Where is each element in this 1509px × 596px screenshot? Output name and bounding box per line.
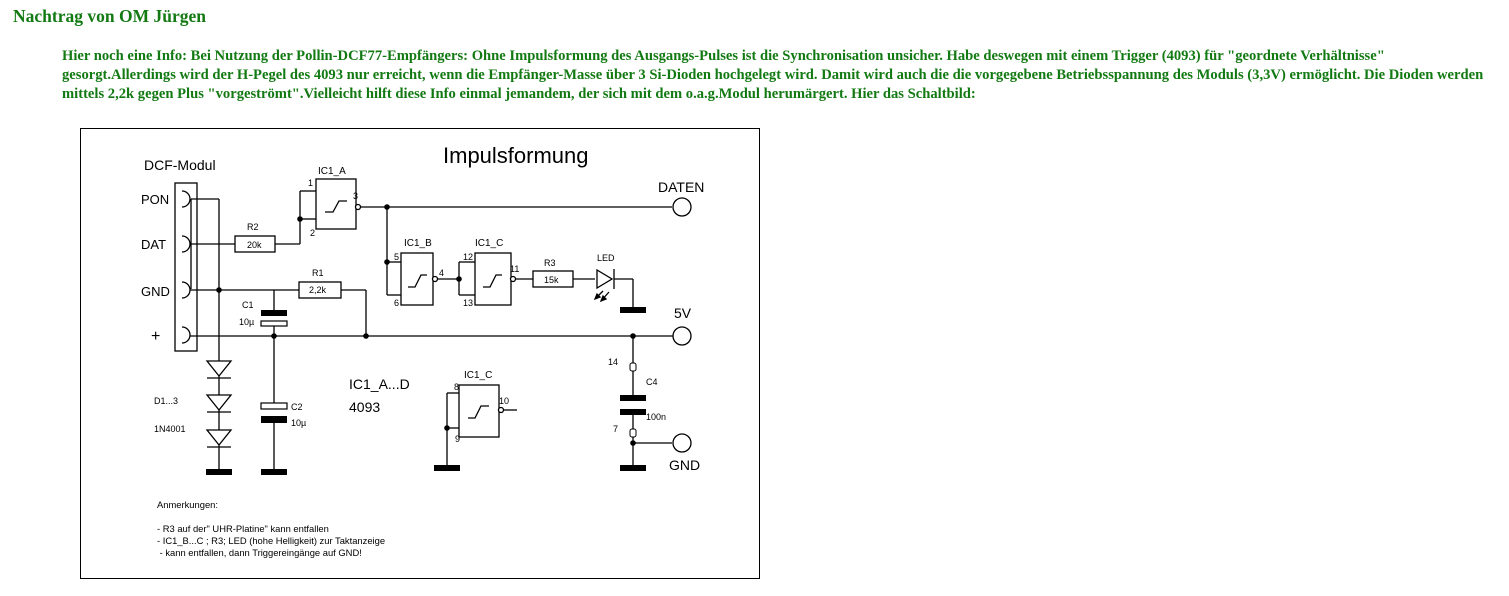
- ground-c4-icon: [620, 465, 646, 471]
- schmitt-icon: [483, 274, 502, 288]
- r3-name: R3: [544, 258, 556, 268]
- note-line: [157, 511, 385, 523]
- ground-led-icon: [620, 307, 646, 313]
- pin-num: 4: [439, 268, 444, 278]
- gate-ic1-c: [474, 252, 517, 306]
- page-title: Nachtrag von OM Jürgen: [13, 6, 206, 26]
- terminal-gnd[interactable]: [672, 433, 692, 453]
- resistor-r1: [298, 281, 342, 299]
- ground-diodes-icon: [206, 469, 232, 475]
- schmitt-icon: [468, 405, 489, 419]
- pin-num: 10: [499, 396, 509, 406]
- pin-pon: [181, 190, 191, 208]
- diode-d1-icon: [205, 360, 233, 378]
- c1-name: C1: [242, 300, 254, 310]
- diode-d3-icon: [205, 429, 233, 447]
- info-paragraph: Hier noch eine Info: Bei Nutzung der Pol…: [62, 48, 1484, 102]
- note-line: - kann entfallen, dann Triggereingänge a…: [157, 547, 362, 558]
- vdd-pin: 14: [608, 357, 618, 367]
- capacitor-c4-plate2: [620, 409, 646, 415]
- c4-name: C4: [646, 377, 658, 387]
- pin-gnd: [181, 281, 191, 299]
- pin-label-pon: PON: [141, 192, 169, 207]
- capacitor-c1-plate2: [260, 320, 288, 327]
- c4-value: 100n: [646, 412, 666, 422]
- diodes-type: 1N4001: [154, 424, 186, 434]
- schematic-diagram: Impulsformung DCF-Modul PON DAT GND + DA…: [141, 143, 704, 475]
- ground-gate-d-icon: [434, 465, 460, 471]
- gate-a-name: IC1_A: [318, 166, 346, 177]
- label-5v: 5V: [674, 305, 692, 321]
- led-icon: [593, 268, 615, 303]
- capacitors: [260, 310, 646, 423]
- terminals: [672, 197, 692, 453]
- capacitor-c2-plate: [260, 402, 288, 410]
- ic-type: 4093: [349, 399, 380, 415]
- vss-pin: 7: [613, 424, 618, 434]
- terminal-5v[interactable]: [672, 326, 692, 346]
- pin-num: 3: [353, 191, 358, 201]
- pin-num: 13: [463, 298, 473, 308]
- pin-label-gnd: GND: [141, 284, 170, 299]
- c1-value: 10µ: [239, 317, 254, 327]
- r2-value: 20k: [247, 240, 262, 250]
- r1-value: 2,2k: [309, 285, 327, 295]
- ground-symbols: [206, 307, 646, 475]
- capacitor-c2-plate2: [261, 416, 287, 423]
- label-gnd: GND: [669, 457, 700, 473]
- module-label: DCF-Modul: [144, 157, 216, 173]
- capacitor-c4-plate: [620, 395, 646, 401]
- note-line: Anmerkungen:: [157, 499, 218, 510]
- terminal-daten[interactable]: [672, 197, 692, 217]
- diode-d2-icon: [205, 394, 233, 412]
- gates: [315, 178, 517, 438]
- pin-num: 11: [510, 264, 519, 274]
- pin-dat: [181, 235, 191, 253]
- dcf-module-box: [174, 182, 198, 352]
- pin-num: 8: [454, 382, 459, 392]
- r2-name: R2: [247, 222, 259, 232]
- note-line: - R3 auf der" UHR-Platine" kann entfalle…: [157, 523, 329, 534]
- schmitt-icon: [325, 200, 347, 213]
- schematic-title: Impulsformung: [443, 143, 589, 168]
- note-line: - IC1_B...C ; R3; LED (hohe Helligkeit) …: [157, 535, 386, 546]
- pin-num: 5: [394, 252, 399, 262]
- junctions: [216, 204, 636, 446]
- gate-d-name: IC1_C: [464, 370, 492, 381]
- led-name: LED: [597, 253, 615, 263]
- capacitor-c1-plate: [261, 310, 287, 316]
- pin-label-plus: +: [151, 328, 160, 345]
- label-daten: DATEN: [658, 179, 704, 195]
- pin-label-dat: DAT: [141, 237, 166, 252]
- c2-name: C2: [291, 402, 303, 412]
- resistor-r3: [532, 270, 574, 288]
- annotations: Anmerkungen: - R3 auf der" UHR-Platine" …: [157, 499, 385, 559]
- schmitt-icon: [408, 274, 427, 288]
- gate-b-name: IC1_B: [404, 238, 432, 249]
- gate-ic1-a: [315, 178, 362, 230]
- diodes-name: D1...3: [154, 396, 178, 406]
- pin-num: 6: [394, 298, 399, 308]
- gate-ic1-d: [458, 384, 505, 438]
- resistor-r2: [234, 235, 276, 253]
- r3-value: 15k: [544, 275, 559, 285]
- gate-c-name: IC1_C: [475, 238, 503, 249]
- r1-name: R1: [312, 268, 324, 278]
- ground-c2-icon: [261, 469, 287, 475]
- schematic-figure: Impulsformung DCF-Modul PON DAT GND + DA…: [80, 128, 760, 579]
- pin-num: 2: [310, 228, 315, 238]
- pin-num: 1: [308, 178, 313, 188]
- pin-num: 12: [463, 252, 473, 262]
- gate-ic1-b: [400, 252, 439, 306]
- pin-plus: [181, 326, 191, 344]
- ic-name: IC1_A...D: [349, 376, 410, 392]
- pin-num: 9: [455, 434, 460, 444]
- c2-value: 10µ: [291, 418, 306, 428]
- diodes: [205, 360, 233, 448]
